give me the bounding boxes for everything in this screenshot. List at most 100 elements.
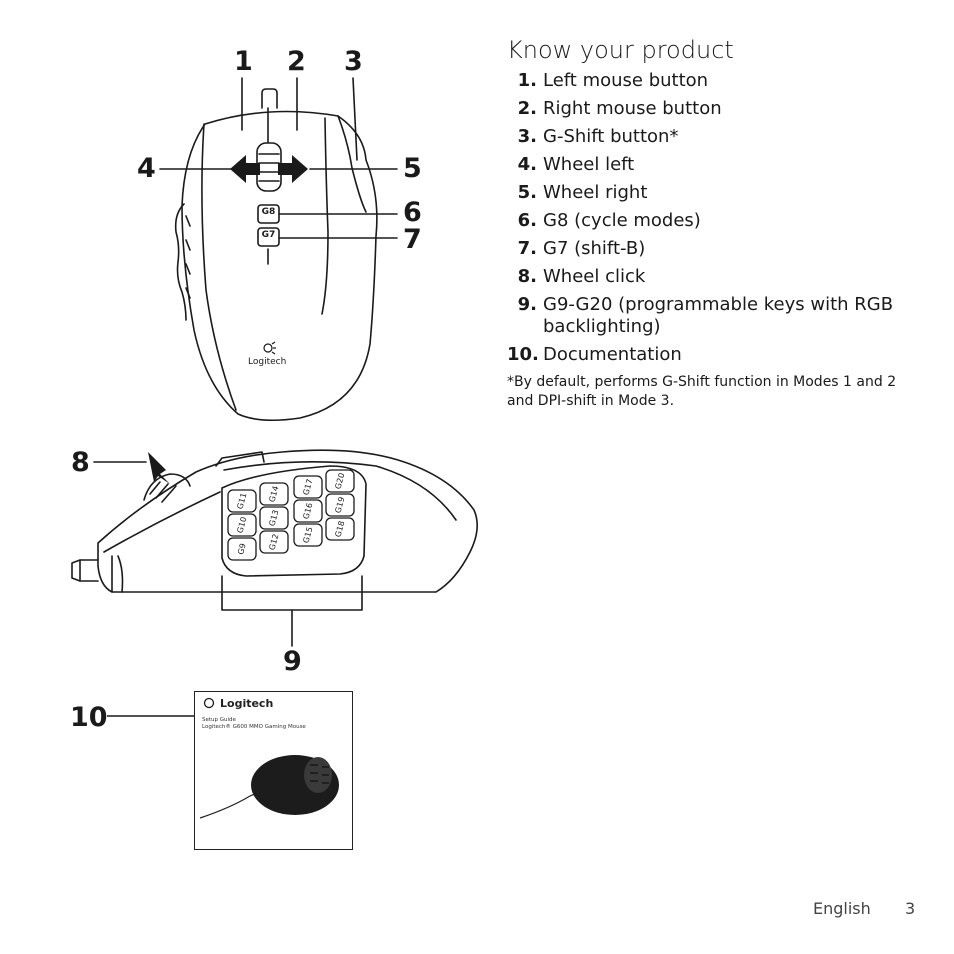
- section-title: Know your product: [507, 36, 734, 64]
- callout-6: 6: [403, 197, 422, 228]
- list-item-number: 6.: [517, 210, 537, 231]
- list-item-number: 1.: [517, 70, 537, 91]
- side-key-g17: G17: [293, 475, 323, 499]
- list-item: 6. G8 (cycle modes): [507, 210, 907, 232]
- logitech-logo-icon: [263, 343, 273, 353]
- side-key-shape: [293, 523, 323, 547]
- callout-9: 9: [283, 646, 302, 677]
- list-item-number: 4.: [517, 154, 537, 175]
- side-key-g9: G9: [227, 537, 257, 561]
- side-key-g19: G19: [325, 493, 355, 517]
- list-item: 3. G-Shift button*: [507, 126, 907, 148]
- list-item-text: Wheel right: [543, 182, 648, 203]
- side-key-g15: G15: [293, 523, 323, 547]
- side-key-g10: G10: [227, 513, 257, 537]
- doc-setup-line1: Setup Guide: [202, 717, 236, 723]
- side-key-shape: [259, 530, 289, 554]
- side-key-label: G9: [236, 542, 248, 555]
- callout-1: 1: [234, 46, 253, 77]
- list-item-number: 9.: [517, 294, 537, 315]
- side-key-shape: [227, 537, 257, 561]
- side-key-label: G12: [268, 533, 281, 551]
- g7-button-label: G7: [261, 230, 276, 240]
- list-item-text: G7 (shift-B): [543, 238, 646, 259]
- side-key-label: G20: [334, 472, 347, 490]
- list-item-number: 10.: [507, 344, 539, 365]
- side-key-shape: [293, 499, 323, 523]
- list-item: 1. Left mouse button: [507, 70, 907, 92]
- list-item-text: Left mouse button: [543, 70, 709, 91]
- side-key-g16: G16: [293, 499, 323, 523]
- list-item-text: Right mouse button: [543, 98, 722, 119]
- side-key-g20: G20: [325, 469, 355, 493]
- side-key-g13: G13: [259, 506, 289, 530]
- side-key-g12: G12: [259, 530, 289, 554]
- side-key-g18: G18: [325, 517, 355, 541]
- list-item: 8. Wheel click: [507, 266, 907, 288]
- arrow-left-icon: [230, 155, 260, 183]
- side-key-shape: [293, 475, 323, 499]
- side-key-label: G14: [268, 485, 281, 503]
- thumb-button-panel: [221, 465, 367, 577]
- side-key-label: G18: [334, 520, 347, 538]
- mouse-body-outline: [181, 110, 378, 422]
- side-key-shape: [325, 517, 355, 541]
- side-key-label: G13: [268, 509, 281, 527]
- list-item: 4. Wheel left: [507, 154, 907, 176]
- list-item-number: 8.: [517, 266, 537, 287]
- side-body-outline: [97, 449, 478, 593]
- list-item: 10.Documentation: [507, 344, 907, 366]
- list-item-number: 7.: [517, 238, 537, 259]
- side-key-shape: [227, 489, 257, 513]
- side-key-g14: G14: [259, 482, 289, 506]
- parts-list: 1. Left mouse button 2. Right mouse button…: [507, 70, 907, 372]
- doc-logo-text: Logitech: [220, 697, 274, 710]
- callout-2: 2: [287, 46, 306, 77]
- side-key-shape: [259, 482, 289, 506]
- list-item-text: G8 (cycle modes): [543, 210, 701, 231]
- footer-language: English: [813, 899, 871, 918]
- arrow-right-icon: [278, 155, 308, 183]
- side-key-label: G17: [302, 478, 315, 496]
- list-item-text: Wheel click: [543, 266, 646, 287]
- callout-4: 4: [137, 153, 156, 184]
- callout-8: 8: [71, 447, 90, 478]
- doc-setup-text: Setup Guide Logitech® G600 MMO Gaming Mo…: [202, 717, 306, 731]
- list-item: 2. Right mouse button: [507, 98, 907, 120]
- side-key-shape: [325, 493, 355, 517]
- g8-button-label: G8: [261, 207, 276, 217]
- list-item: 9. G9-G20 (programmable keys with RGB bac…: [507, 294, 907, 338]
- list-item: 7. G7 (shift-B): [507, 238, 907, 260]
- list-item: 5. Wheel right: [507, 182, 907, 204]
- wheel-click-arrow-icon: [148, 452, 170, 484]
- list-item-number: 3.: [517, 126, 537, 147]
- mouse-logo-text: Logitech: [248, 357, 287, 367]
- side-key-label: G15: [302, 526, 315, 544]
- side-key-label: G19: [334, 496, 347, 514]
- list-item-text: Wheel left: [543, 154, 635, 175]
- list-item-number: 2.: [517, 98, 537, 119]
- callout-3: 3: [344, 46, 363, 77]
- page-number: 3: [905, 899, 916, 918]
- list-item-text: G-Shift button*: [543, 126, 679, 147]
- side-key-label: G16: [302, 502, 315, 520]
- side-key-shape: [259, 506, 289, 530]
- side-key-label: G11: [236, 492, 249, 510]
- list-item-number: 5.: [517, 182, 537, 203]
- list-item-text: Documentation: [543, 344, 682, 365]
- footnote: *By default, performs G-Shift function i…: [507, 374, 897, 409]
- callout-5: 5: [403, 153, 422, 184]
- doc-setup-line2: Logitech® G600 MMO Gaming Mouse: [202, 724, 306, 730]
- side-key-label: G10: [236, 516, 249, 534]
- list-item-text: G9-G20 (programmable keys with RGB backl…: [543, 294, 894, 337]
- doc-logo-icon: [203, 697, 215, 709]
- side-key-g11: G11: [227, 489, 257, 513]
- side-key-shape: [325, 469, 355, 493]
- side-key-shape: [227, 513, 257, 537]
- wheel-tilt-arrows: [230, 155, 308, 183]
- callout-10: 10: [70, 702, 108, 733]
- callout-7: 7: [403, 224, 422, 255]
